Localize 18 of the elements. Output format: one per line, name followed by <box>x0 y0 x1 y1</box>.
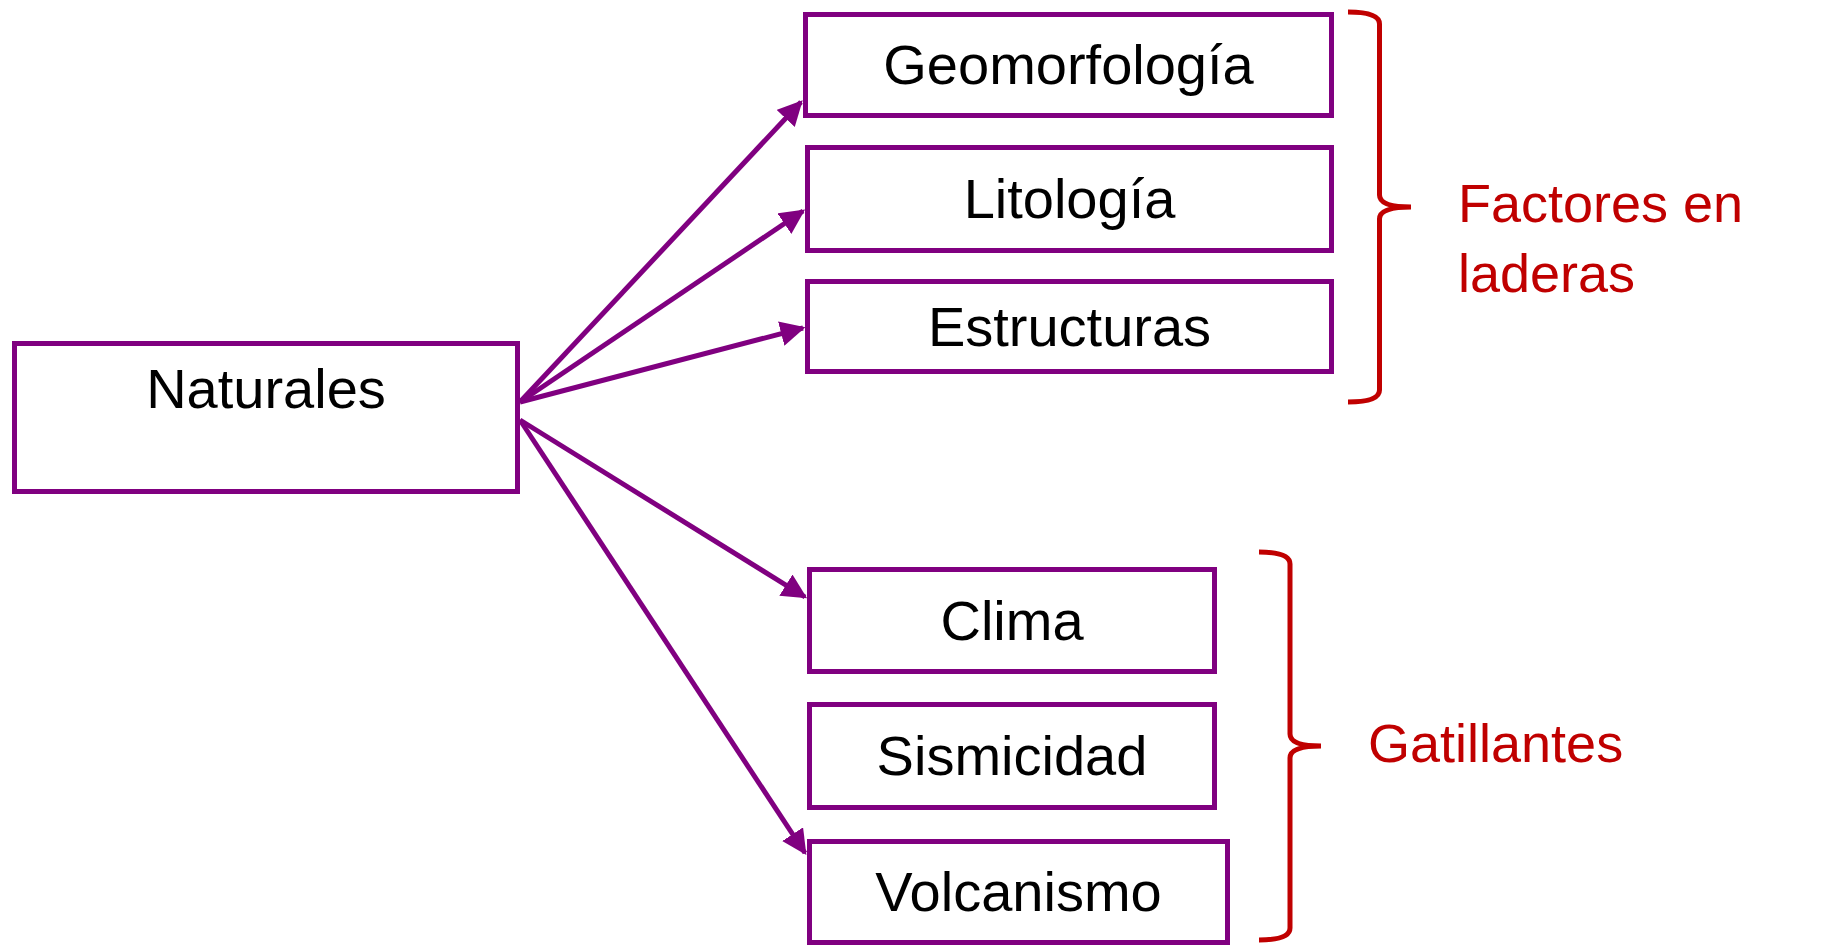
box-label: Clima <box>940 589 1084 652</box>
text-box <box>12 341 520 494</box>
box-label: Litología <box>963 168 1176 230</box>
text-box <box>807 702 1217 810</box>
text-box <box>807 567 1217 674</box>
group-label: Factores en laderas <box>1458 172 1745 306</box>
text-box <box>807 839 1230 945</box>
group-label: Gatillantes <box>1368 712 1625 775</box>
text-box <box>805 279 1334 374</box>
box-label: Geomorfología <box>883 34 1254 96</box>
arrow <box>519 321 806 405</box>
text-box <box>805 145 1334 253</box>
text-box <box>803 12 1334 118</box>
box-label: Sismicidad <box>876 725 1148 787</box>
box-label: Estructuras <box>927 295 1212 358</box>
arrow <box>518 417 808 600</box>
box-label: Naturales <box>146 358 386 420</box>
box-label: Volcanismo <box>875 861 1162 923</box>
